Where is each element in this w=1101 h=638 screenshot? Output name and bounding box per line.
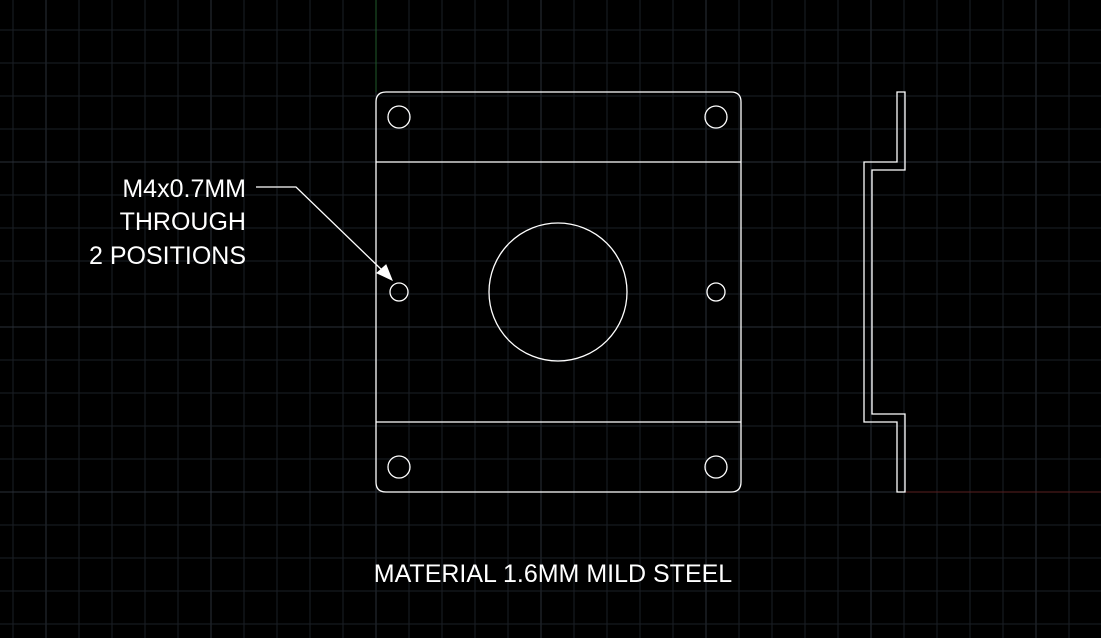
corner-hole-top-left	[387, 105, 411, 129]
threaded-hole-left	[389, 282, 409, 302]
plate-outline	[375, 91, 742, 493]
corner-hole-bottom-right	[704, 455, 728, 479]
annotation-line-2: THROUGH	[120, 208, 246, 236]
plate-side-profile	[863, 91, 906, 493]
threaded-hole-right	[706, 282, 726, 302]
corner-hole-top-right	[704, 105, 728, 129]
annotation-leader	[256, 186, 393, 281]
material-note: MATERIAL 1.6MM MILD STEEL	[374, 560, 733, 588]
corner-hole-bottom-left	[387, 455, 411, 479]
center-hole	[488, 222, 628, 362]
leader-arrowhead	[376, 264, 393, 281]
plate-front-view	[375, 91, 742, 493]
annotation-line-1: M4x0.7MM	[122, 175, 246, 203]
annotation-line-3: 2 POSITIONS	[89, 242, 246, 270]
leader-line	[256, 186, 385, 273]
